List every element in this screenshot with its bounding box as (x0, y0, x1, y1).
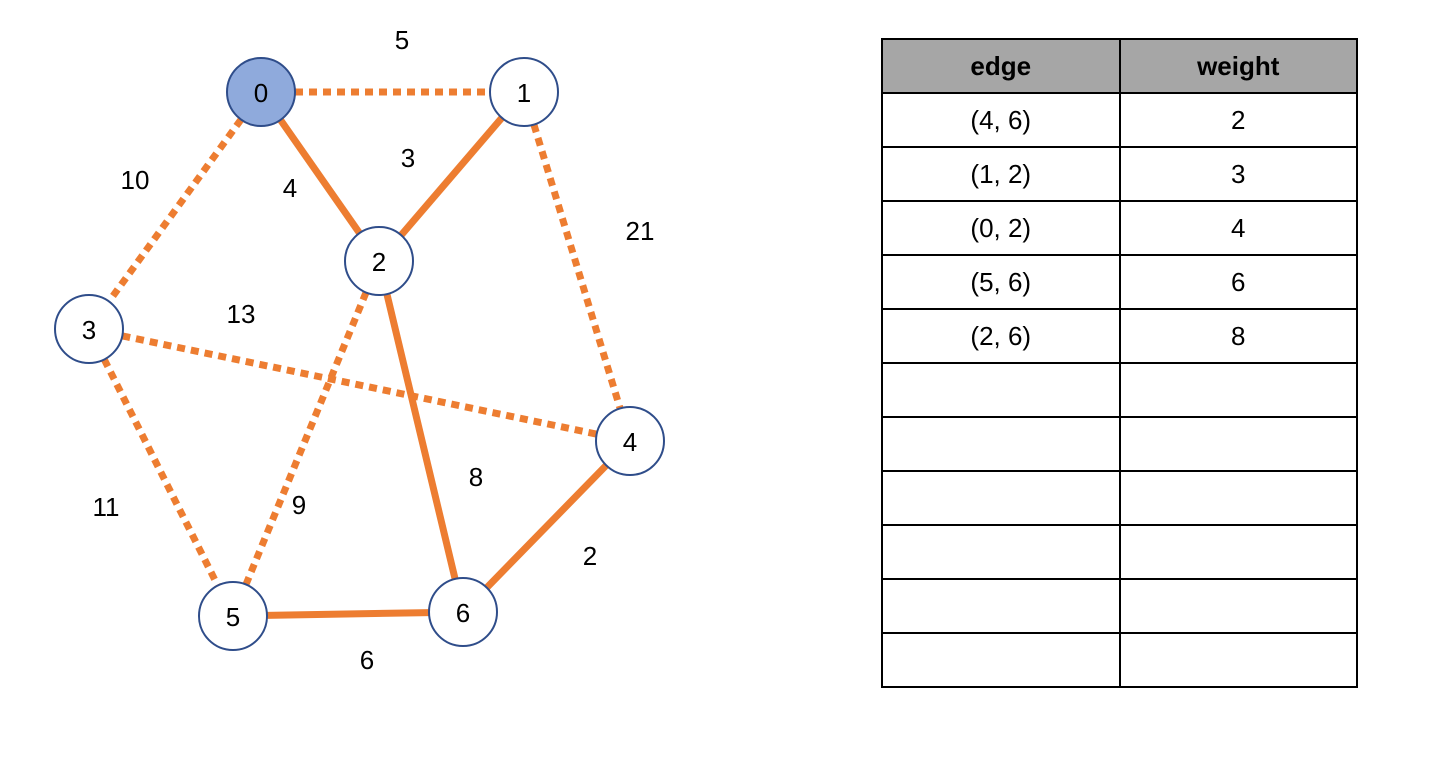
table-row (881, 470, 1358, 526)
header-edge: edge (881, 38, 1121, 94)
node-label: 1 (517, 78, 531, 108)
node-label: 6 (456, 598, 470, 628)
node-circle (226, 57, 296, 127)
cell-edge (881, 524, 1121, 580)
table-row: (2, 6)8 (881, 308, 1358, 364)
edge-0-3 (106, 117, 244, 304)
edge-3-5 (101, 357, 221, 588)
graph-diagram: 5 4 10 3 21 9 8 13 11 2 6 0 1 2 3 4 5 6 (54, 25, 665, 675)
cell-edge (881, 470, 1121, 526)
table-row: (4, 6)2 (881, 92, 1358, 148)
edge-weight-1-4: 21 (626, 216, 655, 246)
node-2: 2 (344, 226, 414, 296)
cell-edge (881, 578, 1121, 634)
node-circle (54, 294, 124, 364)
node-label: 0 (254, 78, 268, 108)
edge-0-2 (277, 117, 363, 236)
edge-weight-3-4: 13 (227, 299, 256, 329)
table-row (881, 524, 1358, 580)
cell-weight: 6 (1118, 254, 1358, 310)
edge-weight-2-5: 9 (292, 490, 306, 520)
node-label: 4 (623, 427, 637, 457)
node-circle (428, 577, 498, 647)
edge-weight-0-3: 10 (121, 165, 150, 195)
node-circle (489, 57, 559, 127)
cell-weight (1118, 362, 1358, 418)
table-row (881, 416, 1358, 472)
cell-edge: (1, 2) (881, 146, 1121, 202)
cell-weight (1118, 578, 1358, 634)
edge-weight-1-2: 3 (401, 143, 415, 173)
cell-edge: (2, 6) (881, 308, 1121, 364)
cell-edge (881, 416, 1121, 472)
table-row: (5, 6)6 (881, 254, 1358, 310)
cell-edge (881, 632, 1121, 688)
table-row: (1, 2)3 (881, 146, 1358, 202)
node-5: 5 (198, 581, 268, 651)
edge-1-4 (530, 123, 624, 410)
node-label: 3 (82, 315, 96, 345)
table-row (881, 578, 1358, 634)
node-3: 3 (54, 294, 124, 364)
cell-edge (881, 362, 1121, 418)
edge-weight-table: edge weight (4, 6)2 (1, 2)3 (0, 2)4 (5, … (881, 38, 1358, 688)
node-0: 0 (226, 57, 296, 127)
node-circle (595, 406, 665, 476)
edge-weight-2-6: 8 (469, 462, 483, 492)
cell-edge: (0, 2) (881, 200, 1121, 256)
cell-weight (1118, 470, 1358, 526)
node-6: 6 (428, 577, 498, 647)
node-label: 5 (226, 602, 240, 632)
cell-weight: 8 (1118, 308, 1358, 364)
edge-4-6 (484, 462, 609, 591)
table-row (881, 362, 1358, 418)
table-row (881, 632, 1358, 688)
node-circle (198, 581, 268, 651)
cell-edge: (5, 6) (881, 254, 1121, 310)
edge-2-5 (242, 291, 370, 586)
cell-weight: 4 (1118, 200, 1358, 256)
edge-weight-3-5: 11 (93, 492, 120, 522)
edge-3-4 (121, 332, 598, 438)
edge-weight-4-6: 2 (583, 541, 597, 571)
cell-weight (1118, 632, 1358, 688)
edge-weight-5-6: 6 (360, 645, 374, 675)
table-row: (0, 2)4 (881, 200, 1358, 256)
node-1: 1 (489, 57, 559, 127)
cell-weight (1118, 416, 1358, 472)
cell-weight: 2 (1118, 92, 1358, 148)
header-weight: weight (1118, 38, 1358, 94)
edge-1-2 (398, 115, 505, 238)
cell-weight (1118, 524, 1358, 580)
node-label: 2 (372, 247, 386, 277)
table-header-row: edge weight (881, 38, 1358, 94)
edge-5-6 (266, 609, 430, 619)
cell-weight: 3 (1118, 146, 1358, 202)
edge-2-6 (383, 293, 459, 580)
cell-edge: (4, 6) (881, 92, 1121, 148)
edge-weight-0-1: 5 (395, 25, 409, 55)
edge-weight-0-2: 4 (283, 173, 297, 203)
node-4: 4 (595, 406, 665, 476)
node-circle (344, 226, 414, 296)
